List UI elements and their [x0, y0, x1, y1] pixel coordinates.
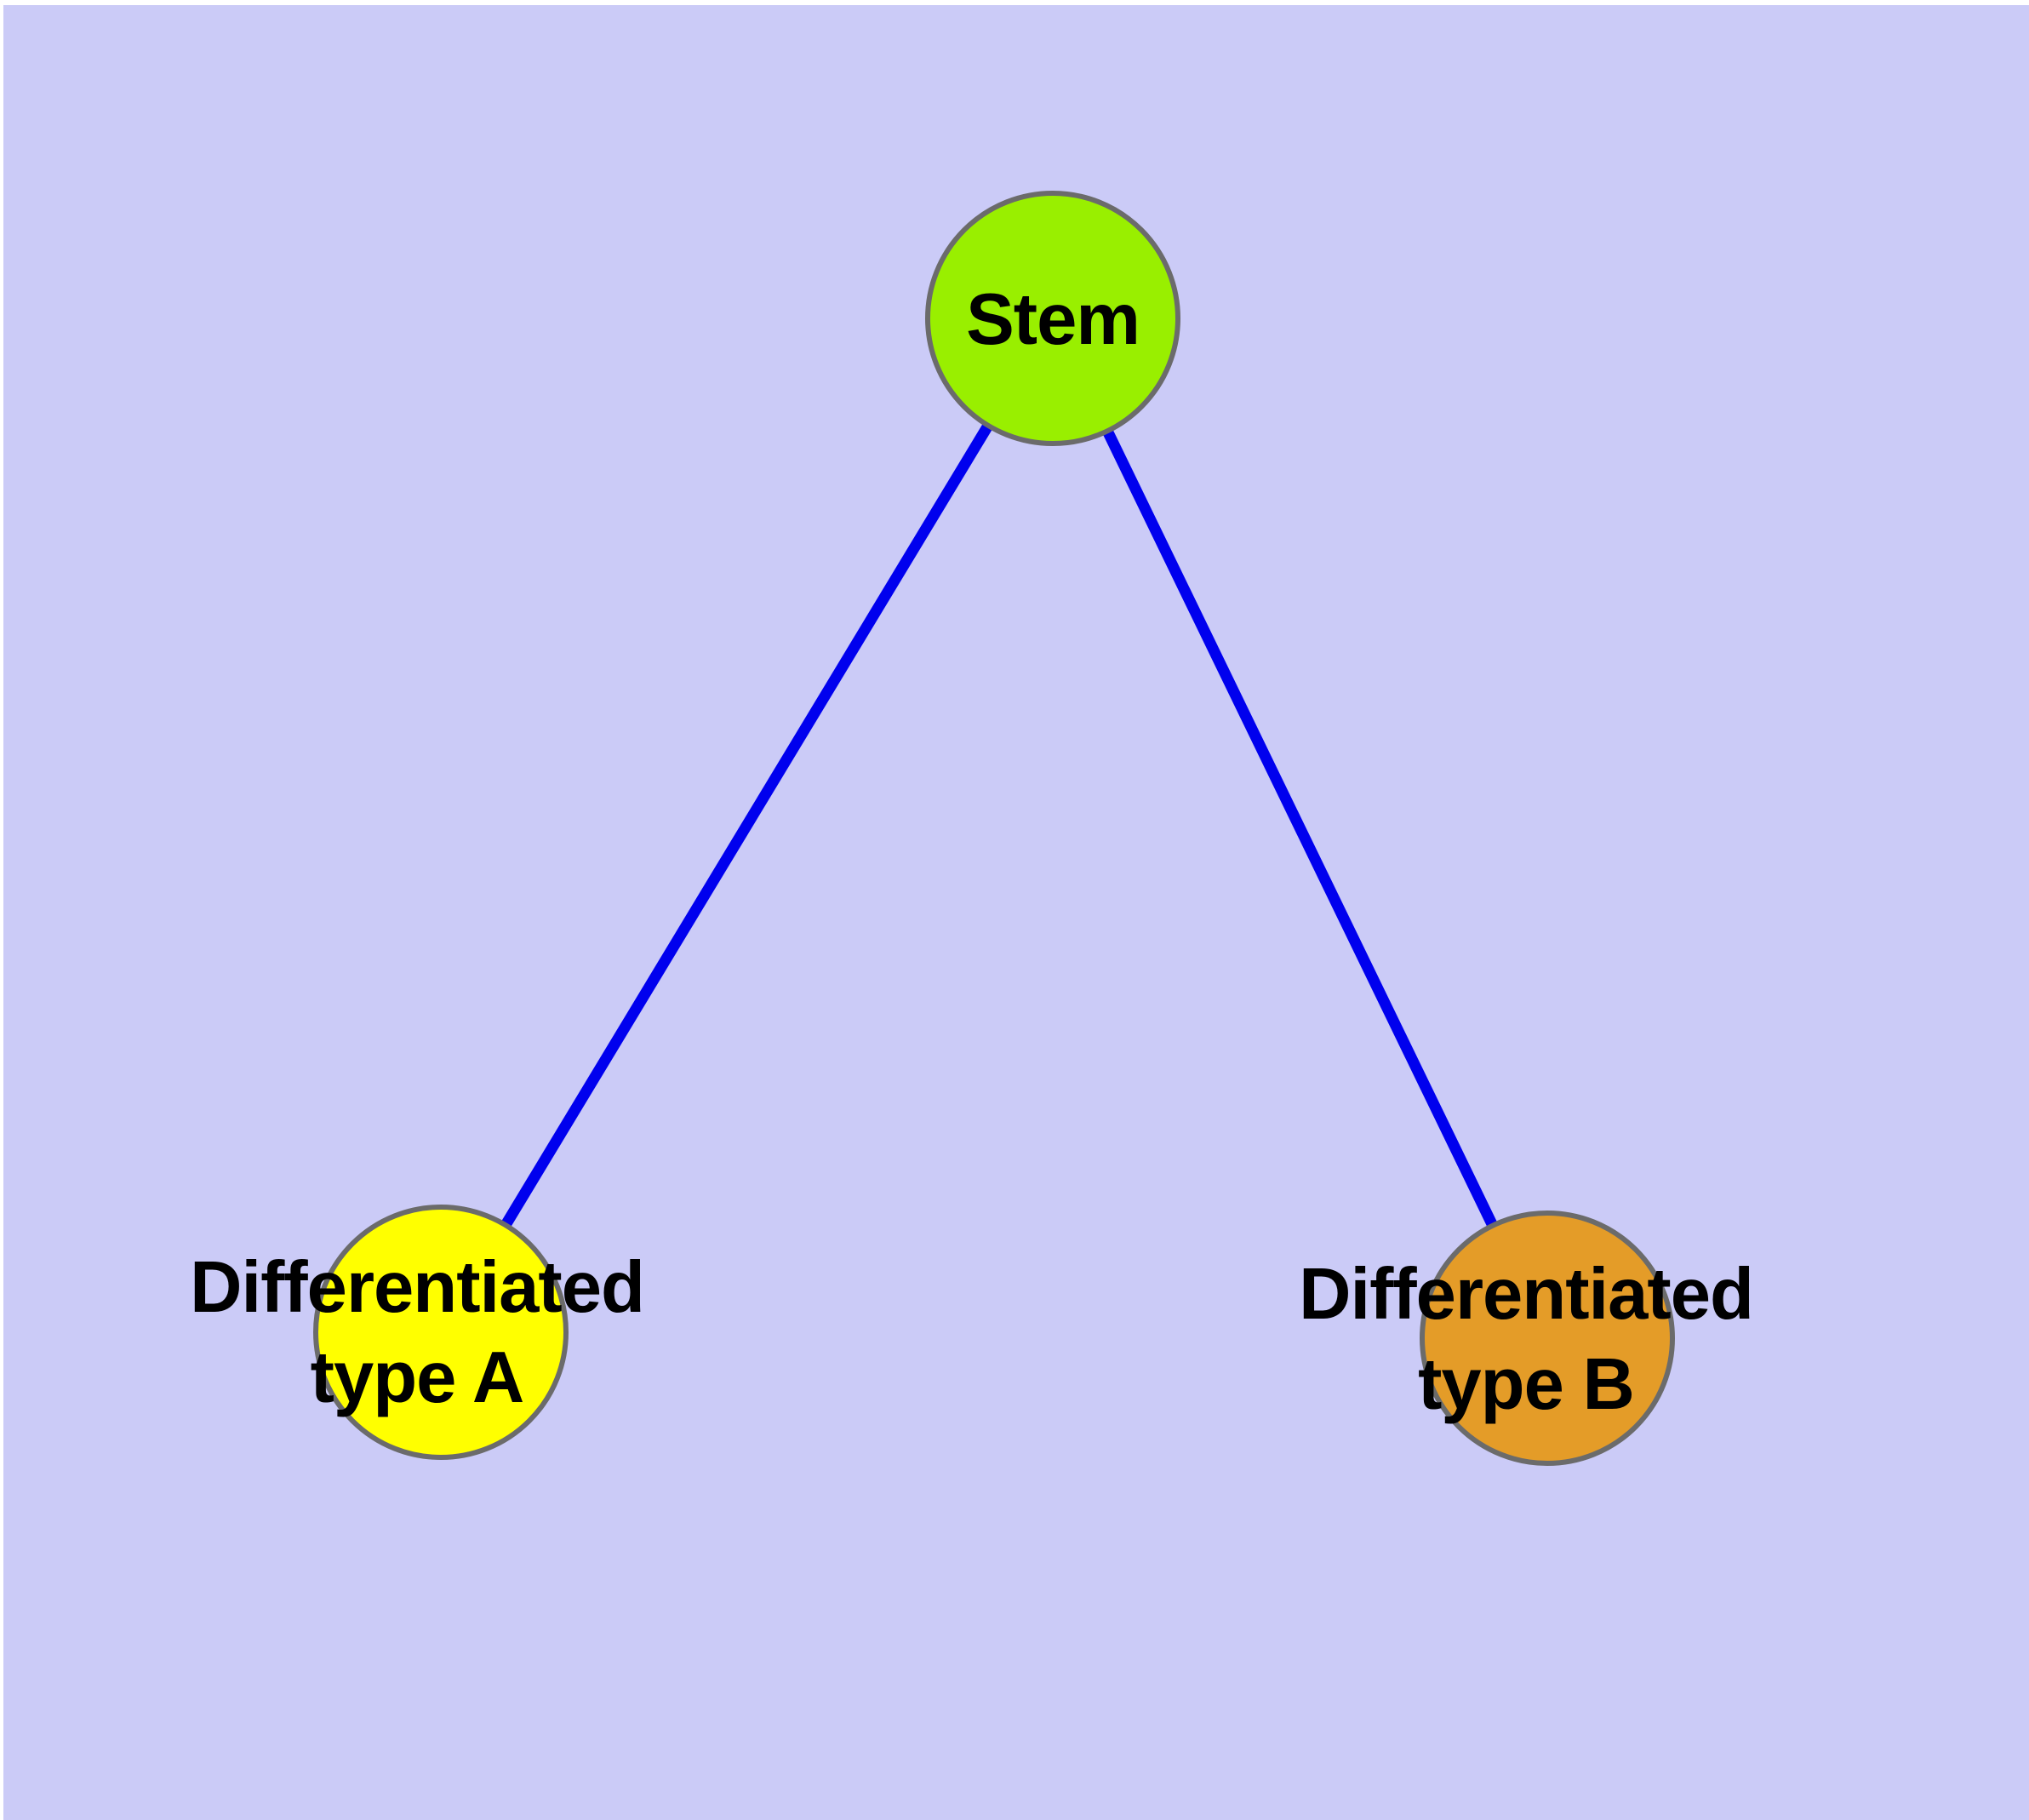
label-differentiated-type-b: Differentiated type B: [1299, 1250, 1754, 1430]
label-type-b-line-1: Differentiated: [1299, 1254, 1754, 1335]
node-stem: [925, 191, 1180, 446]
edge-stem-to-type-a: [436, 315, 1058, 1336]
edge-stem-to-type-b: [1048, 316, 1552, 1341]
label-type-a-line-1: Differentiated: [190, 1247, 645, 1328]
label-type-b-line-2: type B: [1418, 1344, 1635, 1425]
node-differentiated-type-a: [313, 1205, 569, 1460]
node-differentiated-type-b: [1420, 1210, 1675, 1466]
label-differentiated-type-a: Differentiated type A: [190, 1243, 645, 1423]
label-type-a-line-2: type A: [310, 1337, 525, 1418]
label-stem: Stem: [966, 275, 1140, 365]
label-stem-line-1: Stem: [966, 279, 1140, 360]
